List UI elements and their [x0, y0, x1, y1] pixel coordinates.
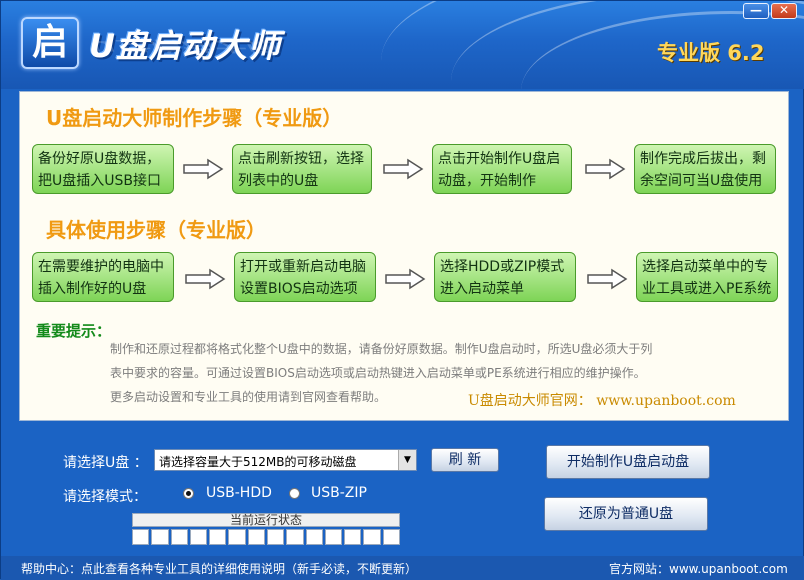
app-title-reflection: U盘启动大师 — [89, 37, 275, 55]
chevron-down-icon[interactable]: ▼ — [398, 450, 416, 470]
start-make-button[interactable]: 开始制作U盘启动盘 — [546, 445, 710, 479]
right-arrow-icon — [587, 268, 628, 290]
close-button[interactable]: ✕ — [771, 3, 797, 19]
tip-line: 表中要求的容量。可通过设置BIOS启动选项或启动热键进入启动菜单或PE系统进行相… — [110, 366, 646, 380]
refresh-button[interactable]: 刷 新 — [431, 448, 499, 472]
progress-segment — [363, 529, 381, 545]
use-step-2: 打开或重新启动电脑设置BIOS启动选项 — [234, 252, 376, 302]
progress-segment — [286, 529, 304, 545]
progress-segment — [189, 529, 208, 545]
select-usb-label: 请选择U盘 ： — [63, 455, 148, 471]
right-arrow-icon — [385, 268, 426, 290]
right-arrow-icon — [183, 158, 224, 180]
use-step-1: 在需要维护的电脑中插入制作好的U盘 — [32, 252, 174, 302]
progress-segment — [247, 529, 265, 545]
progress-bar — [132, 529, 400, 545]
restore-button[interactable]: 还原为普通U盘 — [544, 497, 708, 531]
progress-segment — [344, 529, 362, 545]
minimize-button[interactable]: — — [743, 3, 769, 19]
progress-segment — [305, 529, 323, 545]
usb-drive-select[interactable]: 请选择容量大于512MB的可移动磁盘 ▼ — [154, 449, 417, 471]
progress-segment — [382, 529, 400, 545]
tip-line: 更多启动设置和专业工具的使用请到官网查看帮助。 — [110, 390, 387, 404]
help-center-link[interactable]: 帮助中心：点此查看各种专业工具的详细使用说明（新手必读，不断更新） — [21, 562, 418, 576]
status-label: 当前运行状态 — [132, 513, 400, 527]
make-step-2: 点击刷新按钮，选择列表中的U盘 — [232, 144, 372, 194]
progress-segment — [228, 529, 246, 545]
progress-segment — [209, 529, 227, 545]
website-link[interactable]: U盘启动大师官网： www.upanboot.com — [468, 393, 736, 409]
progress-segment — [266, 529, 285, 545]
app-logo: 启 — [21, 17, 79, 69]
make-step-4: 制作完成后拔出，剩余空间可当U盘使用 — [634, 144, 776, 194]
progress-segment — [132, 529, 150, 545]
instructions-panel: U盘启动大师制作步骤（专业版） 备份好原U盘数据，把U盘插入USB接口 点击刷新… — [19, 91, 789, 421]
status-bar: 帮助中心：点此查看各种专业工具的详细使用说明（新手必读，不断更新） 官方网站：w… — [1, 556, 804, 580]
progress-segment — [170, 529, 188, 545]
usb-zip-label[interactable]: USB-ZIP — [311, 485, 367, 501]
usb-zip-radio[interactable] — [289, 488, 300, 499]
select-mode-label: 请选择模式： — [63, 489, 147, 505]
right-arrow-icon — [185, 268, 226, 290]
tip-line: 制作和还原过程都将格式化整个U盘中的数据，请备份好原数据。制作U盘启动时，所选U… — [110, 342, 653, 356]
edition-label: 专业版 6.2 — [657, 41, 765, 65]
usb-select-value: 请选择容量大于512MB的可移动磁盘 — [159, 455, 357, 469]
app-title: U盘启动大师 — [89, 27, 281, 65]
progress-segment — [151, 529, 169, 545]
make-steps-title: U盘启动大师制作步骤（专业版） — [46, 106, 343, 130]
use-steps-title: 具体使用步骤（专业版） — [46, 218, 266, 242]
right-arrow-icon — [383, 158, 424, 180]
make-step-3: 点击开始制作U盘启动盘，开始制作 — [432, 144, 572, 194]
make-step-1: 备份好原U盘数据，把U盘插入USB接口 — [32, 144, 174, 194]
right-arrow-icon — [585, 158, 626, 180]
use-step-3: 选择HDD或ZIP模式进入启动菜单 — [434, 252, 576, 302]
tips-heading: 重要提示： — [36, 322, 112, 340]
title-bar[interactable]: 启 U盘启动大师 U盘启动大师 专业版 6.2 — ✕ — [1, 1, 804, 89]
controls-area: 请选择U盘 ： 请选择容量大于512MB的可移动磁盘 ▼ 刷 新 请选择模式： … — [19, 431, 789, 551]
official-site-link[interactable]: 官方网站：www.upanboot.com — [609, 562, 788, 576]
usb-hdd-radio[interactable] — [183, 488, 194, 499]
use-step-4: 选择启动菜单中的专业工具或进入PE系统 — [636, 252, 778, 302]
progress-segment — [324, 529, 343, 545]
usb-hdd-label[interactable]: USB-HDD — [206, 485, 272, 501]
